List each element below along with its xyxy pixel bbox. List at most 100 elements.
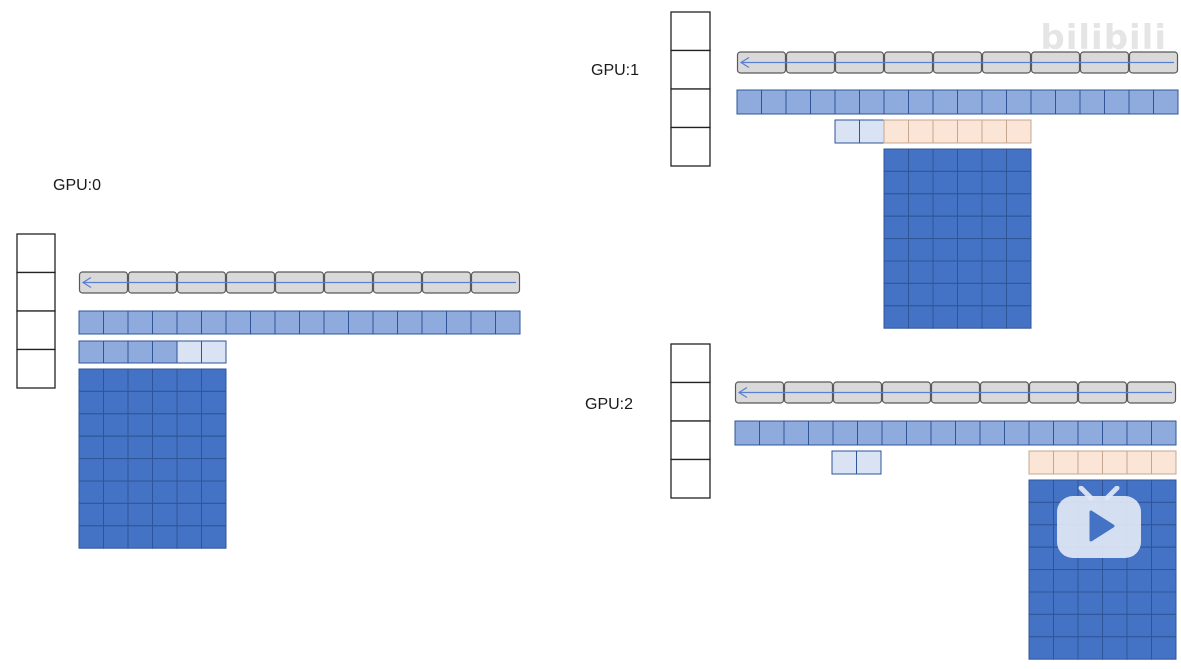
gpu1-embedding-row-cell: [761, 89, 787, 115]
gpu0-input-column-cell: [16, 310, 56, 351]
gpu0-block-cell: [152, 413, 178, 437]
gpu1-block-cell: [908, 148, 934, 172]
gpu0-light-row-cell: [201, 340, 227, 364]
gpu1-block-cell: [957, 238, 983, 262]
gpu0-block-cell: [127, 480, 153, 504]
gpu1-input-column-cell: [670, 88, 711, 129]
gpu1-block-cell: [1006, 282, 1032, 307]
gpu1-block-cell: [1006, 193, 1032, 217]
gpu2-embedding-row-cell: [906, 420, 932, 446]
gpu0-block-cell: [78, 525, 104, 549]
gpu1-embedding-row-cell: [1055, 89, 1081, 115]
gpu0-block-cell: [201, 480, 227, 504]
gpu2-block-cell: [1053, 591, 1079, 615]
gpu1-block-cell: [883, 215, 909, 240]
left-arrow-icon: [739, 56, 750, 69]
gpu0-block-cell: [201, 413, 227, 437]
gpu1-block-cell: [957, 305, 983, 329]
play-button-icon[interactable]: [1055, 486, 1143, 560]
gpu1-peach-row-cell: [957, 119, 983, 144]
gpu2-embedding-row-cell: [1077, 420, 1103, 446]
gpu2-block-cell: [1151, 636, 1177, 660]
gpu1-embedding-row-cell: [883, 89, 909, 115]
gpu2-light-row-cell: [856, 450, 882, 475]
gpu2-block-cell: [1077, 591, 1103, 615]
gpu0-block-cell: [127, 390, 153, 415]
gpu1-peach-row-cell: [883, 119, 909, 144]
gpu0-embedding-row-cell: [152, 310, 178, 335]
gpu2-embedding-row-cell: [1126, 420, 1152, 446]
gpu2-input-column-cell: [670, 381, 711, 422]
gpu1-block-cell: [908, 215, 934, 240]
gpu2-block-cell: [1151, 591, 1177, 615]
gpu1-block-cell: [908, 260, 934, 284]
gpu1-block-cell: [932, 170, 958, 195]
gpu2-peach-row-cell: [1053, 450, 1079, 475]
gpu1-embedding-row-cell: [1153, 89, 1179, 115]
gpu0-embedding-row-cell: [495, 310, 521, 335]
gpu2-input-column-cell: [670, 420, 711, 461]
gpu2-peach-row-cell: [1077, 450, 1103, 475]
gpu0-embedding-row-cell: [274, 310, 300, 335]
gpu2-embedding-row-cell: [955, 420, 981, 446]
gpu2-embedding-row-cell: [930, 420, 956, 446]
gpu1-block-cell: [908, 170, 934, 195]
gpu1-peach-row-cell: [908, 119, 934, 144]
gpu1-block-cell: [981, 238, 1007, 262]
gpu0-block-cell: [152, 502, 178, 527]
gpu0-block-cell: [201, 502, 227, 527]
gpu2-block-cell: [1077, 636, 1103, 660]
gpu1-peach-row-cell: [1006, 119, 1032, 144]
gpu0-embedding-row-cell: [421, 310, 447, 335]
gpu1-block-cell: [883, 305, 909, 329]
gpu1-block-cell: [932, 260, 958, 284]
gpu1-block-cell: [932, 305, 958, 329]
gpu0-embedding-row-cell: [250, 310, 276, 335]
gpu0-block-cell: [78, 480, 104, 504]
gpu2-embedding-row-cell: [1151, 420, 1177, 446]
gpu2-block-cell: [1077, 613, 1103, 638]
gpu2-embedding-row-cell: [783, 420, 809, 446]
gpu1-block-cell: [957, 170, 983, 195]
gpu2-block-cell: [1151, 501, 1177, 526]
gpu0-block-cell: [103, 390, 129, 415]
gpu1-block-cell: [981, 305, 1007, 329]
gpu1-embedding-row-cell: [981, 89, 1007, 115]
gpu1-block-cell: [883, 170, 909, 195]
gpu2-embedding-row-cell: [857, 420, 883, 446]
gpu1-block-cell: [981, 215, 1007, 240]
gpu1-block-cell: [932, 282, 958, 307]
gpu1-embedding-row-cell: [1006, 89, 1032, 115]
gpu2-block-cell: [1126, 591, 1152, 615]
gpu1-embedding-row-cell: [908, 89, 934, 115]
gpu2-embedding-row-cell: [1102, 420, 1128, 446]
gpu1-block-cell: [957, 260, 983, 284]
gpu0-embedding-row-cell: [470, 310, 496, 335]
gpu1-block-cell: [932, 215, 958, 240]
gpu0-block-cell: [176, 458, 202, 482]
gpu1-embedding-row-cell: [1079, 89, 1105, 115]
gpu0-block-cell: [78, 413, 104, 437]
gpu2-block-cell: [1126, 569, 1152, 593]
gpu0-local-row-cell: [152, 340, 178, 364]
gpu0-block-cell: [152, 435, 178, 460]
gpu0-block-cell: [78, 502, 104, 527]
gpu0-embedding-row-cell: [323, 310, 349, 335]
gpu0-input-column-cell: [16, 233, 56, 274]
gpu1-embedding-row-cell: [834, 89, 860, 115]
gpu2-embedding-row-cell: [808, 420, 834, 446]
gpu0-block-cell: [201, 368, 227, 392]
gpu2-block-cell: [1028, 613, 1054, 638]
gpu1-block-cell: [883, 193, 909, 217]
gpu0-block-cell: [152, 368, 178, 392]
gpu2-block-cell: [1028, 569, 1054, 593]
gpu1-embedding-row-cell: [859, 89, 885, 115]
gpu1-block-cell: [1006, 260, 1032, 284]
gpu1-block-cell: [981, 260, 1007, 284]
gpu2-block-cell: [1053, 636, 1079, 660]
gpu1-label: GPU:1: [591, 62, 640, 79]
gpu0-input-column-cell: [16, 271, 56, 312]
gpu0-block-cell: [201, 458, 227, 482]
gpu0-block-cell: [201, 390, 227, 415]
gpu1-block-cell: [957, 282, 983, 307]
